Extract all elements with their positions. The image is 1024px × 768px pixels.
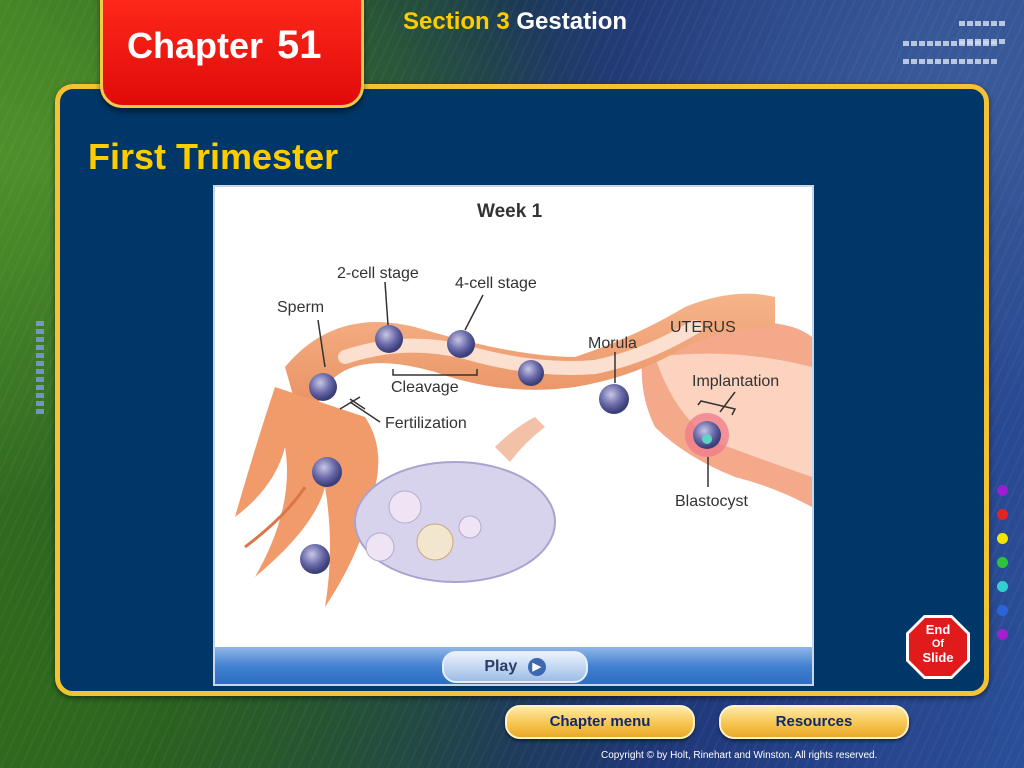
chapter-menu-button[interactable]: Chapter menu (505, 705, 695, 739)
color-dot-column (997, 485, 1011, 653)
end-of-slide-line3: Slide (922, 650, 954, 665)
decorative-side-dots (36, 318, 48, 417)
section-name: Gestation (516, 8, 628, 35)
label-fertilization: Fertilization (385, 415, 467, 432)
animation-controls: Play ▶ (215, 647, 812, 684)
end-of-slide-line2: Of (931, 638, 945, 650)
section-title: Section 3 Gestation (403, 8, 627, 36)
play-icon: ▶ (527, 657, 546, 676)
label-blastocyst: Blastocyst (675, 493, 748, 510)
slide-heading: First Trimester (88, 136, 339, 177)
reproductive-tract-illustration (235, 281, 812, 607)
resources-button[interactable]: Resources (719, 705, 909, 739)
end-of-slide-line1: End (925, 622, 951, 637)
chapter-number: 51 (277, 23, 322, 67)
week-one-animation[interactable]: Week 1 2-cell stage 4-cell stage Sperm U… (213, 185, 814, 686)
section-number: Section 3 (403, 8, 510, 35)
week-label: Week 1 (477, 201, 543, 222)
chapter-word: Chapter (127, 25, 264, 66)
copyright-notice: Copyright © by Holt, Rinehart and Winsto… (601, 750, 878, 761)
label-implantation: Implantation (692, 373, 780, 390)
chapter-title: Chapter 51 (127, 23, 322, 68)
stop-sign-icon (906, 615, 970, 679)
label-morula: Morula (588, 335, 637, 352)
end-of-slide-label: End Of Slide (905, 623, 971, 665)
play-button-label: Play (484, 658, 518, 675)
label-two-cell-stage: 2-cell stage (337, 265, 419, 282)
chapter-tab: Chapter 51 (100, 0, 364, 108)
label-uterus: UTERUS (670, 319, 736, 336)
end-of-slide-button[interactable]: End Of Slide (905, 614, 971, 680)
label-four-cell-stage: 4-cell stage (455, 275, 537, 292)
play-button[interactable]: Play ▶ (442, 651, 588, 683)
decorative-dot-grid (902, 34, 1006, 70)
label-sperm: Sperm (277, 299, 325, 316)
label-cleavage: Cleavage (391, 379, 459, 396)
